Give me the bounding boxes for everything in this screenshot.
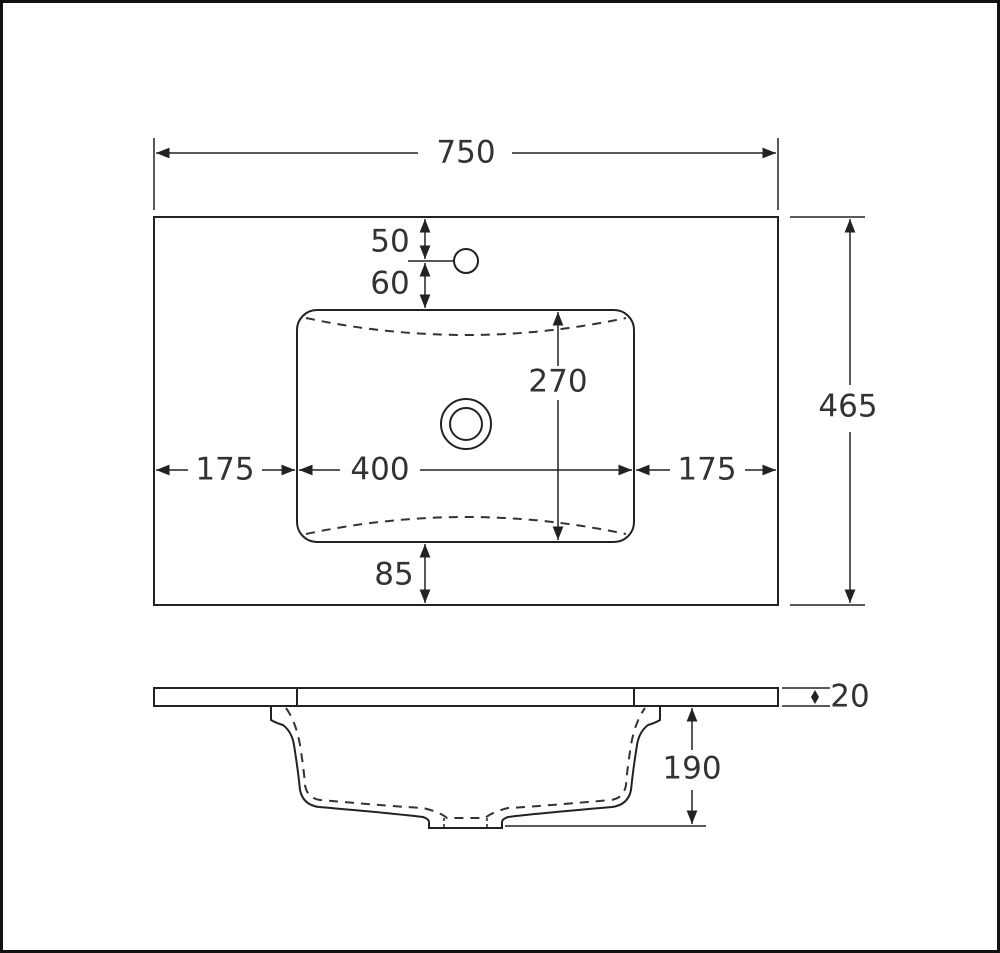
dim-label: 400 — [350, 452, 409, 488]
dim-label: 190 — [662, 751, 721, 787]
dim-label: 750 — [436, 135, 495, 171]
dim-overall-width: 750 — [153, 135, 779, 210]
dim-bowl-height: 190 — [505, 708, 722, 827]
dim-label: 60 — [370, 266, 409, 302]
dim-label: 465 — [818, 389, 877, 425]
bowl-back-curve — [305, 317, 627, 336]
dim-slab-thickness: 20 — [782, 679, 870, 715]
dim-width-breakdown: 175 400 175 — [156, 452, 776, 488]
countertop-outline — [153, 216, 779, 606]
bowl-outline — [296, 309, 635, 543]
side-view — [153, 687, 779, 829]
dim-label: 270 — [528, 364, 587, 400]
dim-label: 50 — [370, 224, 409, 260]
drain-outer — [440, 398, 492, 450]
dim-tap-position: 50 60 — [370, 219, 454, 308]
dim-label: 20 — [830, 679, 869, 715]
bowl-front-curve — [305, 516, 627, 535]
drain-inner — [449, 407, 483, 441]
dim-bowl-depth: 270 — [528, 312, 588, 540]
bowl-inner-profile — [285, 707, 646, 819]
bowl-profile — [270, 706, 661, 829]
top-view — [153, 216, 779, 606]
dim-overall-depth: 465 — [790, 216, 878, 606]
slab-outline — [153, 687, 779, 707]
dim-front-margin: 85 — [374, 544, 431, 603]
tap-hole — [453, 248, 479, 274]
dim-label: 175 — [195, 452, 254, 488]
dim-label: 175 — [677, 452, 736, 488]
dim-label: 85 — [374, 557, 413, 593]
